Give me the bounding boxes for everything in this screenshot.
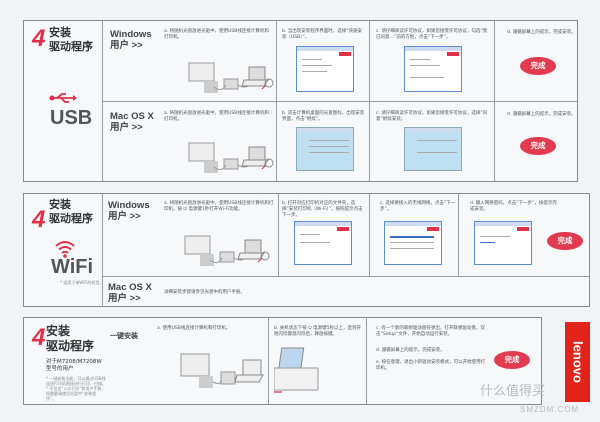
step-a: a. 将随机光盘放进光驱中，使用USB线连接计算机和打印机。 bbox=[164, 29, 269, 40]
watermark-url: SMZDM.COM bbox=[520, 405, 580, 414]
printer-laptop-illustration bbox=[179, 346, 269, 391]
network-select-screenshot bbox=[384, 221, 442, 265]
onekey-footnote: * 一键安装功能，可以通过USB线连接打印机直接进行打印、扫描。* 不包含“公众… bbox=[46, 376, 106, 401]
printer-laptop-illustration bbox=[184, 53, 274, 98]
step-b: b. 双击计算机桌面的光盘图标，出现安装界面，点击“继续”。 bbox=[282, 111, 365, 122]
password-screenshot bbox=[474, 221, 532, 265]
done-badge: 完成 bbox=[520, 57, 556, 75]
section-title: 安装驱动程序 bbox=[46, 324, 95, 353]
section-title: 安装驱动程序 bbox=[49, 26, 93, 53]
step-b: b. 当出现安装程序界面时，选择“快速安装（USB）”。 bbox=[282, 29, 363, 40]
wifi-icon bbox=[55, 241, 75, 258]
section-title: 安装驱动程序 bbox=[49, 198, 93, 225]
step-a: a. 使用USB线连接计算机和打印机。 bbox=[157, 326, 231, 331]
mac-license-screenshot bbox=[404, 127, 462, 171]
step-b: b. 打开对应打印机对应的文件夹，选择“安装打印机（Wi-Fi）”，按照提示点击… bbox=[282, 201, 363, 218]
step-e: e. 按任意键，退出小新驱动安装模式，可以开始使用打印机。 bbox=[376, 360, 486, 371]
step-d: d. 输入网络密码，点击“下一步”，按提示完成安装。 bbox=[470, 201, 557, 212]
step-d: d. 遵循屏幕上的提示，完成安装。 bbox=[507, 30, 576, 35]
wifi-note: * 适用于带WiFi的机型。 bbox=[60, 280, 104, 285]
step-number: 4 bbox=[32, 25, 46, 52]
step-number: 4 bbox=[32, 324, 46, 351]
step-c: c. 有一个新的联想驱动盘符弹出，打开联想驱动盘，双击“Setup”文件，开始自… bbox=[376, 326, 485, 337]
done-badge: 完成 bbox=[520, 137, 556, 155]
printer-power-illustration bbox=[274, 347, 319, 393]
step-c: c. 选择要接入的无线网络，点击“下一步”。 bbox=[380, 201, 456, 212]
done-badge: 完成 bbox=[547, 232, 583, 250]
mac-instructions: 详细安装步骤请参见光盘中的用户手册。 bbox=[164, 290, 245, 295]
step-d: d. 遵循屏幕上的提示，完成安装。 bbox=[507, 112, 576, 117]
mac-installer-screenshot bbox=[296, 127, 354, 171]
wifi-label: WiFi bbox=[51, 256, 94, 278]
step-a: a. 将随机光盘放进光驱中，使用USB线连接计算机和打印机。 bbox=[164, 111, 269, 122]
step-a: a. 将随机光盘放进光驱中，使用USB线连接计算机和打印机，按 ⏻ 电源键1秒打… bbox=[164, 201, 274, 212]
step-c: c. 请仔细阅读许可协议，如果您接受许可协议，选择“同意”继续安装。 bbox=[376, 111, 488, 122]
step-c: c. 请仔细阅读许可协议，如果您接受许可协议，勾选“我已同意…”前的方框，点击“… bbox=[376, 29, 488, 40]
onekey-label: 一键安装 bbox=[110, 333, 138, 340]
printer-laptop-illustration bbox=[180, 226, 270, 271]
watermark: 什么值得买 bbox=[480, 384, 546, 399]
installer-screenshot bbox=[296, 46, 354, 92]
printer-laptop-illustration bbox=[184, 133, 274, 178]
step-d: d. 遵循屏幕上的提示，完成安装。 bbox=[376, 348, 445, 353]
step-number: 4 bbox=[32, 206, 46, 233]
lenovo-logo: lenovo bbox=[565, 322, 590, 402]
done-badge: 完成 bbox=[494, 351, 530, 369]
license-screenshot bbox=[404, 46, 462, 92]
step-b: b. 关机状态下按 ⏻ 电源键5秒以上，直到开始闪烁键盘闪烁后，释放按键。 bbox=[274, 326, 361, 337]
wifi-installer-screenshot bbox=[294, 221, 352, 265]
usb-icon bbox=[49, 93, 77, 103]
usb-label: USB bbox=[50, 107, 93, 129]
